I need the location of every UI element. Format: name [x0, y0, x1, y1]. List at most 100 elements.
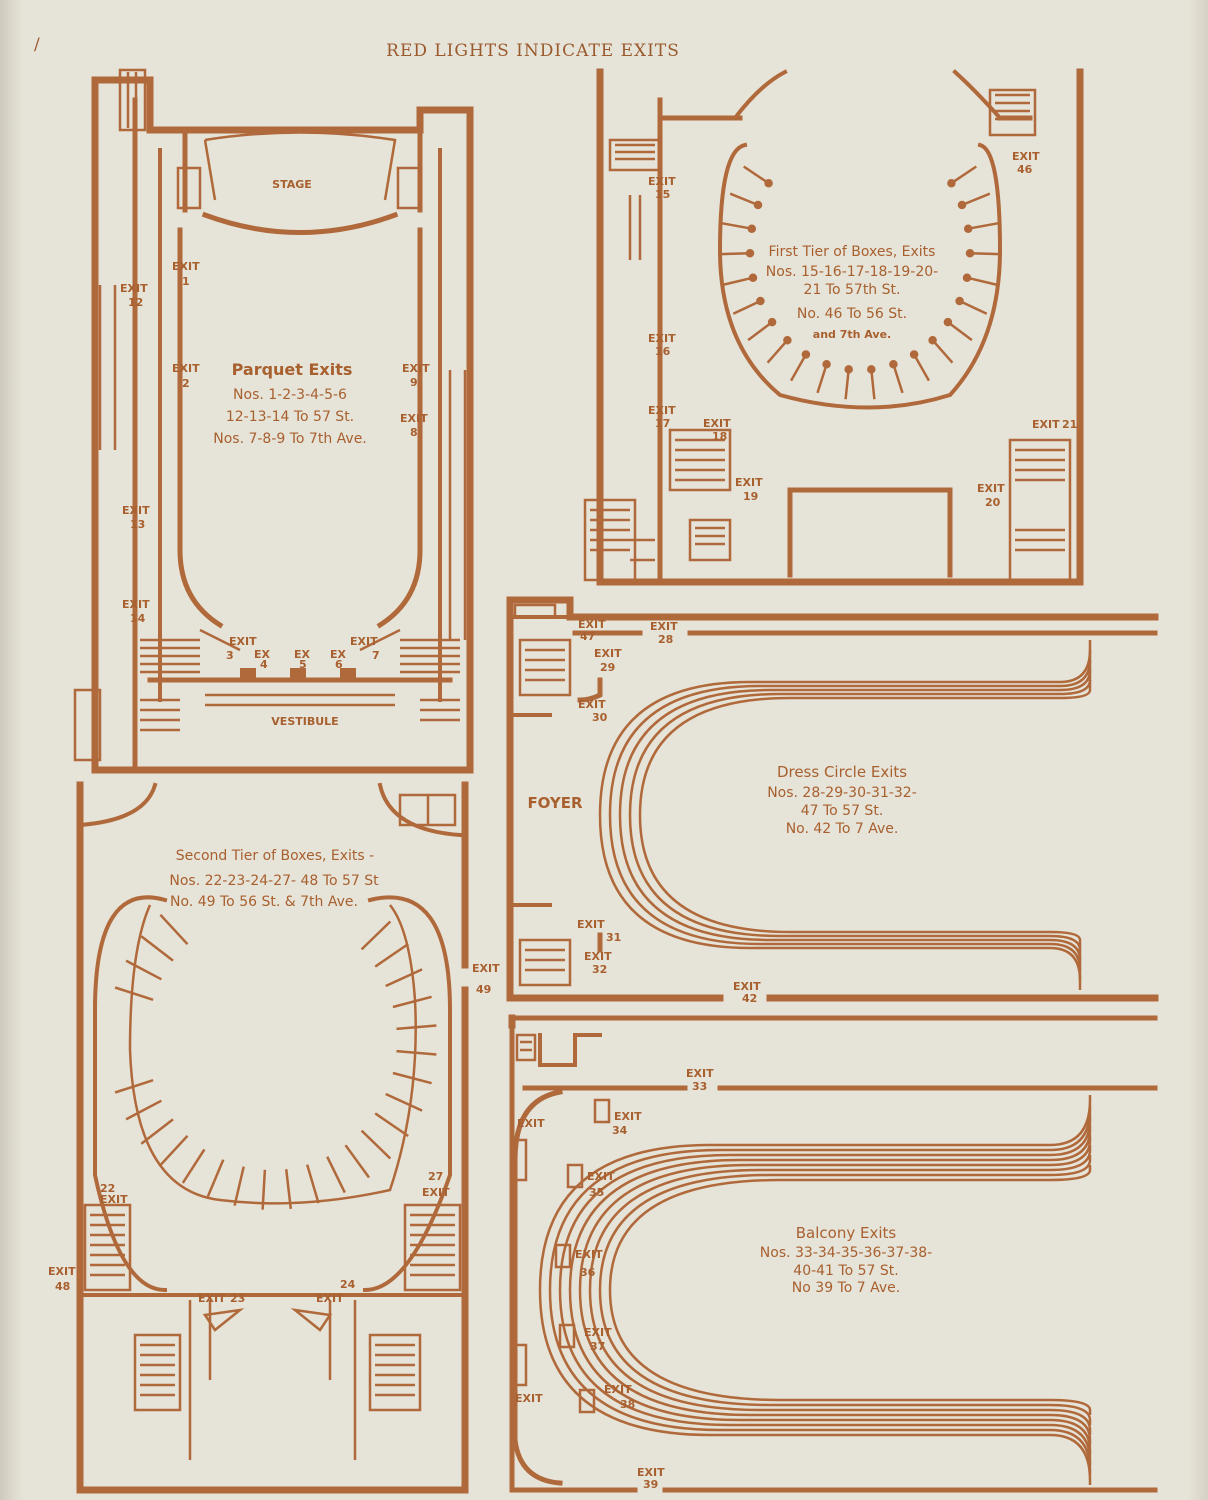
svg-text:36: 36 [580, 1266, 596, 1279]
seat-row [558, 1115, 1092, 1465]
parquet-exit-5: EX5 [294, 648, 311, 671]
svg-text:48: 48 [55, 1280, 70, 1293]
svg-text:18: 18 [712, 430, 727, 443]
svg-text:EXIT: EXIT [733, 980, 761, 993]
balcony-exit-doors [554, 1098, 611, 1414]
second-tier-line-1: Second Tier of Boxes, Exits - [176, 848, 374, 864]
box-divider [374, 942, 409, 968]
box-divider [360, 1129, 392, 1160]
balcony-plan: Balcony Exits Nos. 33-34-35-36-37-38- 40… [508, 1014, 1158, 1493]
box-divider [344, 1144, 371, 1179]
svg-text:EXIT: EXIT [604, 1383, 632, 1396]
box-divider [396, 1049, 437, 1056]
parquet-line-3: Nos. 7-8-9 To 7th Ave. [213, 431, 367, 447]
svg-text:1: 1 [182, 275, 190, 288]
svg-text:2: 2 [182, 377, 190, 390]
svg-text:38: 38 [620, 1398, 635, 1411]
exit-door [578, 1388, 596, 1414]
svg-text:EX: EX [294, 648, 311, 661]
balcony-line-1: Balcony Exits [796, 1224, 897, 1242]
box-divider [140, 935, 174, 962]
seat-row [538, 1095, 1092, 1485]
seat-lamp [947, 178, 956, 188]
svg-text:EXIT: EXIT [402, 362, 430, 375]
svg-text:EXIT: EXIT [977, 482, 1005, 495]
svg-text:EXIT: EXIT [472, 962, 500, 975]
svg-text:14: 14 [130, 612, 146, 625]
box-divider [159, 1134, 189, 1167]
box-divider [816, 363, 828, 394]
seat-lamp [783, 335, 792, 345]
seat-row [578, 1135, 1092, 1445]
box-divider [747, 321, 773, 342]
dress-circle-line-4: No. 42 To 7 Ave. [786, 821, 899, 837]
svg-text:24: 24 [340, 1278, 356, 1291]
svg-text:16: 16 [655, 345, 671, 358]
svg-text:EXIT: EXIT [575, 1248, 603, 1261]
svg-text:31: 31 [606, 931, 621, 944]
svg-text:12: 12 [128, 296, 143, 309]
seat-lamp [745, 248, 755, 258]
box-divider [206, 1159, 225, 1198]
exit-door [566, 1163, 584, 1189]
svg-text:EXIT: EXIT [350, 635, 378, 648]
box-divider [326, 1156, 346, 1194]
exit-door [593, 1098, 611, 1124]
svg-text:30: 30 [592, 711, 608, 724]
svg-text:EXIT: EXIT [122, 504, 150, 517]
seat-lamp [962, 273, 972, 282]
svg-text:21: 21 [1062, 418, 1077, 431]
seat-row [598, 640, 1092, 990]
svg-text:EXIT: EXIT [584, 950, 612, 963]
box-divider [950, 165, 977, 185]
second-tier-line-3: No. 49 To 56 St. & 7th Ave. [170, 894, 358, 910]
svg-text:EXIT: EXIT [1012, 150, 1040, 163]
box-divider [385, 1092, 423, 1112]
parquet-title: Parquet Exits [232, 360, 353, 379]
svg-text:EXIT: EXIT [172, 362, 200, 375]
box-divider [967, 222, 999, 230]
seat-row [618, 660, 1092, 970]
svg-text:49: 49 [476, 983, 491, 996]
box-divider [961, 192, 991, 207]
parquet-exit-4: EX4 [254, 648, 271, 671]
seat-lamp [965, 248, 975, 258]
seat-lamp [963, 224, 973, 233]
balcony-exit-36: EXIT 36 [575, 1248, 603, 1279]
seat-row [548, 1105, 1092, 1475]
svg-text:39: 39 [643, 1478, 658, 1491]
svg-text:42: 42 [742, 992, 757, 1005]
svg-text:EXIT: EXIT [122, 598, 150, 611]
svg-text:20: 20 [985, 496, 1001, 509]
box-divider [385, 968, 423, 988]
seat-lamp [822, 360, 831, 369]
seat-lamp [764, 178, 773, 188]
box-divider [732, 299, 761, 315]
svg-text:17: 17 [655, 417, 670, 430]
first-tier-line-5: and 7th Ave. [813, 328, 891, 341]
seat-lamp [928, 335, 937, 345]
svg-text:EXIT: EXIT [614, 1110, 642, 1123]
svg-text:37: 37 [590, 1340, 605, 1353]
box-divider [284, 1169, 293, 1210]
box-divider [966, 276, 997, 286]
